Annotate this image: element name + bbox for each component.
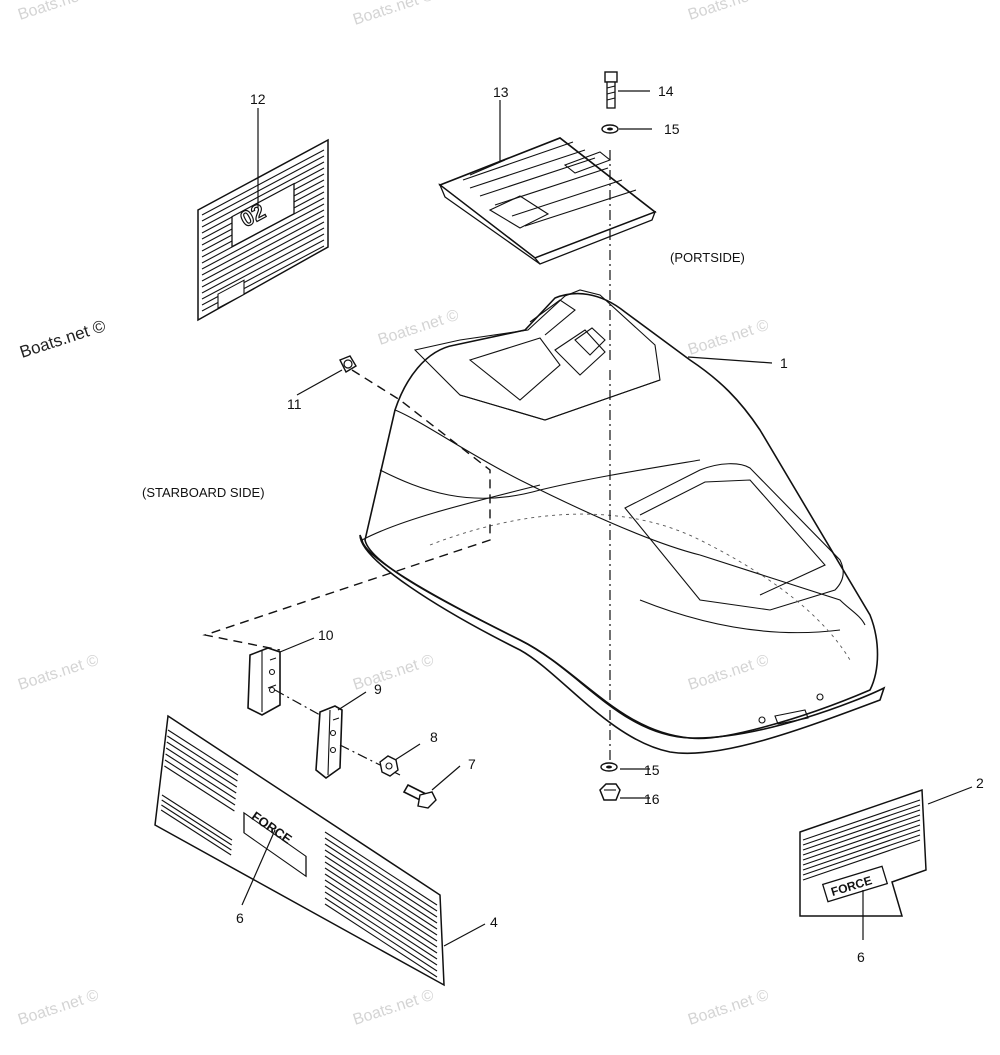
decal-stripe [802, 829, 921, 871]
decal-stripe [166, 741, 238, 788]
washer-15-top [601, 124, 619, 134]
watermark: Boats.net © [351, 987, 436, 1029]
watermark: Boats.net © [351, 0, 436, 29]
decal-stripe [802, 809, 921, 851]
watermark: Boats.net © [16, 987, 101, 1029]
decal-stripe [201, 161, 325, 228]
watermark: Boats.net © [686, 652, 771, 694]
decal-stripe [201, 149, 325, 216]
watermark: Boats.net © [16, 652, 101, 694]
watermark: Boats.net © [686, 317, 771, 359]
decal-stripe [167, 729, 239, 776]
label-9: 9 [374, 681, 382, 697]
decal-stripe [324, 849, 438, 924]
label-2: 2 [976, 775, 984, 791]
bracket-9 [315, 705, 343, 780]
decal-stripe [201, 215, 325, 282]
decal-stripe [324, 897, 438, 972]
decal-stripe [324, 831, 438, 906]
label-12: 12 [250, 91, 266, 107]
decal-stripe [324, 903, 438, 978]
nut-16 [599, 783, 621, 801]
decal-stripe [201, 227, 325, 294]
decal-stripe [167, 735, 238, 782]
decal-2: FORCE [799, 788, 927, 917]
bracket-10 [247, 647, 281, 716]
bolt-7 [402, 783, 437, 809]
leader-lines [241, 90, 973, 947]
decal-stripe [201, 221, 325, 288]
label-1: 1 [780, 355, 788, 371]
decal-stripe [324, 855, 438, 930]
label-16: 16 [644, 791, 660, 807]
decal-stripe [802, 804, 921, 846]
decal-stripe [164, 765, 235, 812]
decal-4: FORCE [154, 714, 445, 987]
label-13: 13 [493, 84, 509, 100]
decal-stripe [160, 809, 232, 856]
bolt-11 [339, 355, 357, 373]
watermark: Boats.net © [351, 652, 436, 694]
watermark: Boats.net © [686, 0, 771, 24]
decal-stripe [201, 155, 325, 222]
label-7: 7 [468, 756, 476, 772]
decal-stripe [165, 753, 236, 800]
decal-stripe [802, 799, 921, 841]
assembly-line-11 [202, 369, 491, 651]
decal-stripe [161, 794, 233, 841]
decal-stripe [324, 843, 438, 918]
label-8: 8 [430, 729, 438, 745]
label-10: 10 [318, 627, 334, 643]
decal-stripe [164, 759, 236, 806]
decal-stripe [201, 233, 325, 300]
label-11: 11 [287, 396, 302, 412]
decal-stripe [802, 814, 921, 856]
label-14: 14 [658, 83, 674, 99]
cowl-1 [359, 289, 886, 755]
bolt-14 [604, 71, 618, 109]
portside-label: (PORTSIDE) [670, 250, 745, 265]
label-4: 4 [490, 914, 498, 930]
decal-stripe [324, 891, 438, 966]
decal-stripe [324, 873, 438, 948]
starboard-label: (STARBOARD SIDE) [142, 485, 265, 500]
decal-stripe [324, 885, 438, 960]
decal-stripe [201, 203, 325, 270]
watermark: Boats.net © [16, 0, 101, 24]
decal-stripe [802, 834, 921, 876]
decal-stripe [802, 839, 921, 881]
decal-12: 02 [197, 138, 329, 322]
watermark-main: Boats.net © [17, 316, 108, 362]
decal-stripe [201, 209, 325, 276]
part-labels: 12 13 14 15 1 11 10 9 8 7 15 16 2 6 6 4 [236, 83, 984, 965]
label-15-top: 15 [664, 121, 680, 137]
watermark: Boats.net © [686, 987, 771, 1029]
nut-8 [379, 755, 399, 777]
decal-stripe [324, 837, 438, 912]
label-6-right: 6 [857, 949, 865, 965]
decal-stripe [324, 861, 438, 936]
cover-plate-13 [438, 137, 657, 265]
decal-stripe [802, 824, 921, 866]
decal-stripe [161, 799, 232, 846]
label-15-bottom: 15 [644, 762, 660, 778]
washer-15-bottom [600, 762, 618, 772]
decal-stripe [324, 867, 438, 942]
decal-stripe [161, 804, 232, 851]
decal-stripe [165, 747, 237, 794]
decal-stripe [324, 879, 438, 954]
label-6-left: 6 [236, 910, 244, 926]
decal-stripe [802, 819, 921, 861]
